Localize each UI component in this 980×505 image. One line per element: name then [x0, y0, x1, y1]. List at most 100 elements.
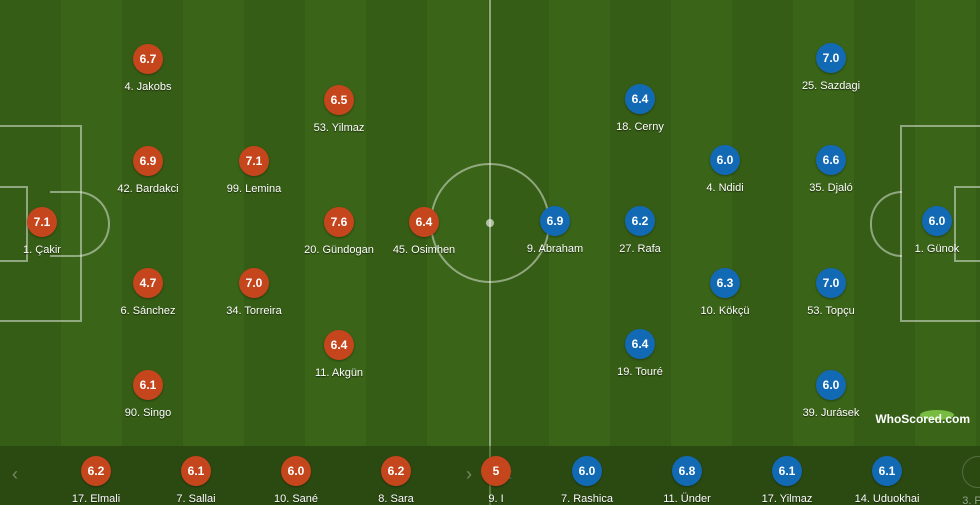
home-subs-next-arrow-icon[interactable]: › [466, 464, 472, 484]
player-home-sanchez[interactable]: 4.7 6. Sánchez [93, 268, 203, 317]
rating-badge: 7.0 [816, 43, 846, 73]
player-away-cerny[interactable]: 6.4 18. Cerny [585, 84, 695, 133]
rating-badge: 6.3 [710, 268, 740, 298]
rating-badge: 7.6 [324, 207, 354, 237]
player-name: 11. Akgün [314, 367, 364, 379]
pitch: 6.7 4. Jakobs 6.5 53. Yilmaz 6.9 42. Bar… [0, 0, 980, 446]
sub-home-sara[interactable]: 6.2 8. Sara [341, 456, 451, 505]
left-penalty-arc [50, 191, 110, 257]
player-name: 4. Ndidi [706, 182, 744, 194]
sub-away-uduokhai[interactable]: 6.1 14. Uduokhai [832, 456, 942, 505]
rating-badge: 6.8 [672, 456, 702, 486]
rating-badge: 6.4 [625, 84, 655, 114]
sub-home-partial[interactable]: 5 9. I [481, 456, 511, 505]
player-away-sazdagi[interactable]: 7.0 25. Sazdagi [776, 43, 886, 92]
player-home-singo[interactable]: 6.1 90. Singo [93, 370, 203, 419]
player-home-akgun[interactable]: 6.4 11. Akgün [284, 330, 394, 379]
rating-badge: 6.1 [872, 456, 902, 486]
rating-badge: 6.4 [409, 207, 439, 237]
player-away-rafa[interactable]: 6.2 27. Rafa [585, 206, 695, 255]
rating-badge: 6.0 [281, 456, 311, 486]
player-away-kokcu[interactable]: 6.3 10. Kökçü [670, 268, 780, 317]
rating-badge: 7.1 [27, 207, 57, 237]
rating-badge: 7.1 [239, 146, 269, 176]
player-home-yilmaz[interactable]: 6.5 53. Yilmaz [284, 85, 394, 134]
player-name: 20. Gündogan [304, 244, 374, 256]
player-home-cakir[interactable]: 7.1 1. Çakir [0, 207, 97, 256]
rating-badge: 6.2 [81, 456, 111, 486]
rating-badge: 6.9 [540, 206, 570, 236]
player-away-toure[interactable]: 6.4 19. Touré [585, 329, 695, 378]
rating-badge: 7.0 [816, 268, 846, 298]
rating-badge: 6.5 [324, 85, 354, 115]
player-home-osimhen[interactable]: 6.4 45. Osimhen [369, 207, 479, 256]
sub-home-sane[interactable]: 6.0 10. Sané [241, 456, 351, 505]
player-name: 9. I [488, 493, 504, 505]
sub-home-elmali[interactable]: 6.2 17. Elmali [41, 456, 151, 505]
player-name: 19. Touré [617, 366, 663, 378]
player-name: 90. Singo [124, 407, 172, 419]
rating-badge: 6.0 [710, 145, 740, 175]
rating-badge: 6.0 [922, 206, 952, 236]
player-name: 7. Sallai [176, 493, 216, 505]
rating-badge: 6.2 [381, 456, 411, 486]
substitutes-bar: ‹ › ‹ 6.2 17. Elmali 6.1 7. Sallai 6.0 1… [0, 446, 980, 505]
sub-away-rashica[interactable]: 6.0 7. Rashica [532, 456, 642, 505]
player-away-jurasek[interactable]: 6.0 39. Jurásek [776, 370, 886, 419]
player-home-gundogan[interactable]: 7.6 20. Gündogan [284, 207, 394, 256]
rating-badge: 6.9 [133, 146, 163, 176]
player-home-jakobs[interactable]: 6.7 4. Jakobs [93, 44, 203, 93]
rating-badge: 6.4 [625, 329, 655, 359]
rating-badge: 5 [481, 456, 511, 486]
player-name: 35. Djaló [809, 182, 853, 194]
player-name: 11. Ünder [663, 493, 711, 505]
rating-badge: 6.0 [816, 370, 846, 400]
player-name: 10. Sané [273, 493, 319, 505]
player-name: 42. Bardakci [117, 183, 179, 195]
player-name: 1. Günok [914, 243, 960, 255]
rating-badge: 6.0 [572, 456, 602, 486]
player-away-abraham[interactable]: 6.9 9. Abraham [500, 206, 610, 255]
sub-away-under[interactable]: 6.8 11. Ünder [632, 456, 742, 505]
player-name: 14. Uduokhai [854, 493, 920, 505]
whoscored-logo-icon [920, 410, 954, 420]
player-name: 45. Osimhen [392, 244, 456, 256]
rating-badge: 6.1 [181, 456, 211, 486]
rating-badge: 6.7 [133, 44, 163, 74]
player-name: 10. Kökçü [700, 305, 750, 317]
rating-badge: 7.0 [239, 268, 269, 298]
player-away-gunok[interactable]: 6.0 1. Günok [882, 206, 980, 255]
player-name: 6. Sánchez [120, 305, 176, 317]
player-name: 25. Sazdagi [801, 80, 861, 92]
player-name: 3. P [962, 495, 980, 505]
player-name: 39. Jurásek [802, 407, 860, 419]
rating-badge: 6.6 [816, 145, 846, 175]
rating-badge [962, 456, 980, 488]
player-name: 7. Rashica [561, 493, 613, 505]
player-name: 34. Torreira [226, 305, 282, 317]
sub-away-yilmaz[interactable]: 6.1 17. Yilmaz [732, 456, 842, 505]
rating-badge: 6.1 [133, 370, 163, 400]
rating-badge: 6.2 [625, 206, 655, 236]
player-name: 27. Rafa [619, 243, 661, 255]
sub-home-sallai[interactable]: 6.1 7. Sallai [141, 456, 251, 505]
whoscored-brand: WhoScored.com [875, 412, 970, 426]
player-away-djalo[interactable]: 6.6 35. Djaló [776, 145, 886, 194]
player-home-bardakci[interactable]: 6.9 42. Bardakci [93, 146, 203, 195]
player-home-lemina[interactable]: 7.1 99. Lemina [199, 146, 309, 195]
home-subs-prev-arrow-icon[interactable]: ‹ [12, 464, 18, 484]
rating-badge: 6.4 [324, 330, 354, 360]
player-name: 4. Jakobs [124, 81, 172, 93]
player-name: 17. Yilmaz [761, 493, 813, 505]
player-name: 17. Elmali [71, 493, 121, 505]
player-name: 1. Çakir [23, 244, 61, 256]
sub-away-partial[interactable]: 3. P [962, 456, 980, 505]
player-away-topcu[interactable]: 7.0 53. Topçu [776, 268, 886, 317]
player-home-torreira[interactable]: 7.0 34. Torreira [199, 268, 309, 317]
rating-badge: 6.1 [772, 456, 802, 486]
right-goal-box [954, 186, 980, 262]
player-name: 53. Topçu [807, 305, 855, 317]
player-name: 18. Cerny [616, 121, 664, 133]
center-spot [486, 219, 494, 227]
player-away-ndidi[interactable]: 6.0 4. Ndidi [670, 145, 780, 194]
